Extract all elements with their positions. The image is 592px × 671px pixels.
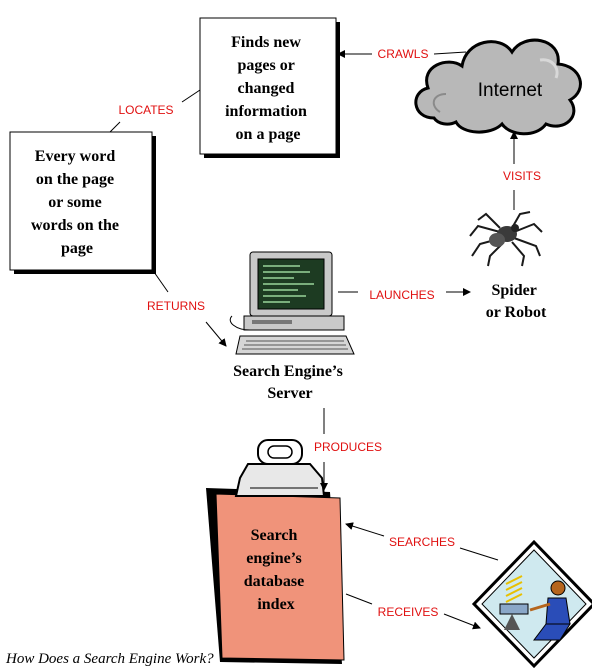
produces-label: PRODUCES [314, 440, 382, 454]
clip-icon [234, 439, 326, 497]
svg-text:Spider or Robot: Spider or Robot [486, 282, 547, 321]
spider-icon [469, 211, 543, 267]
svg-text:Search Engine’s Server: Search Engine’s Server [233, 363, 347, 402]
every-word-box: Every word on the page or some words on … [9, 131, 156, 274]
internet-cloud: Internet [414, 38, 582, 136]
server-label-line-2: Server [267, 385, 312, 402]
spider-label-line-1: Spider [491, 282, 536, 299]
finds-line-4: information [225, 103, 307, 120]
internet-label: Internet [478, 80, 543, 101]
every-word-line-2: on the page [36, 171, 114, 188]
server-label-line-1: Search Engine’s [233, 363, 343, 380]
finds-new-pages-box: Finds new pages or changed information o… [199, 17, 340, 158]
every-word-line-4: words on the [31, 217, 119, 234]
finds-line-2: pages or [237, 57, 294, 74]
every-word-line-1: Every word [35, 148, 116, 165]
launches-label: LAUNCHES [369, 288, 434, 302]
searches-label: SEARCHES [389, 535, 455, 549]
edge-searches: SEARCHES [345, 522, 499, 561]
finds-line-5: on a page [236, 126, 301, 143]
database-index-clipboard: Search engine’s database index [206, 439, 345, 664]
every-word-line-3: or some [48, 194, 101, 211]
edge-locates: LOCATES [109, 89, 201, 133]
svg-text:Finds new pages or: Finds new pages or changed information o… [225, 34, 311, 143]
finds-line-1: Finds new [231, 34, 301, 51]
receives-label: RECEIVES [378, 605, 439, 619]
finds-line-3: changed [238, 80, 295, 97]
edge-launches: LAUNCHES [338, 288, 471, 302]
index-line-1: Search [251, 527, 298, 544]
edge-crawls: CRAWLS [337, 47, 467, 61]
visits-label: VISITS [503, 169, 541, 183]
edge-produces: PRODUCES [314, 408, 382, 491]
every-word-line-5: page [61, 240, 93, 257]
index-line-4: index [257, 596, 294, 613]
index-line-2: engine’s [246, 550, 301, 567]
locates-label: LOCATES [118, 103, 173, 117]
user-at-computer-icon [471, 539, 592, 669]
index-line-3: database [244, 573, 304, 590]
diagram-caption: How Does a Search Engine Work? [5, 651, 214, 667]
returns-label: RETURNS [147, 299, 205, 313]
edge-visits: VISITS [503, 131, 541, 210]
edge-receives: RECEIVES [345, 593, 481, 630]
spider-label-line-2: or Robot [486, 304, 547, 321]
edge-returns: RETURNS [147, 271, 227, 347]
server-computer-icon [229, 251, 355, 355]
svg-text:Search engine’s da: Search engine’s database index [244, 527, 308, 613]
svg-text:Every word on the page: Every word on the page or some words on … [31, 148, 123, 257]
cloud-icon [414, 38, 582, 136]
crawls-label: CRAWLS [378, 47, 429, 61]
